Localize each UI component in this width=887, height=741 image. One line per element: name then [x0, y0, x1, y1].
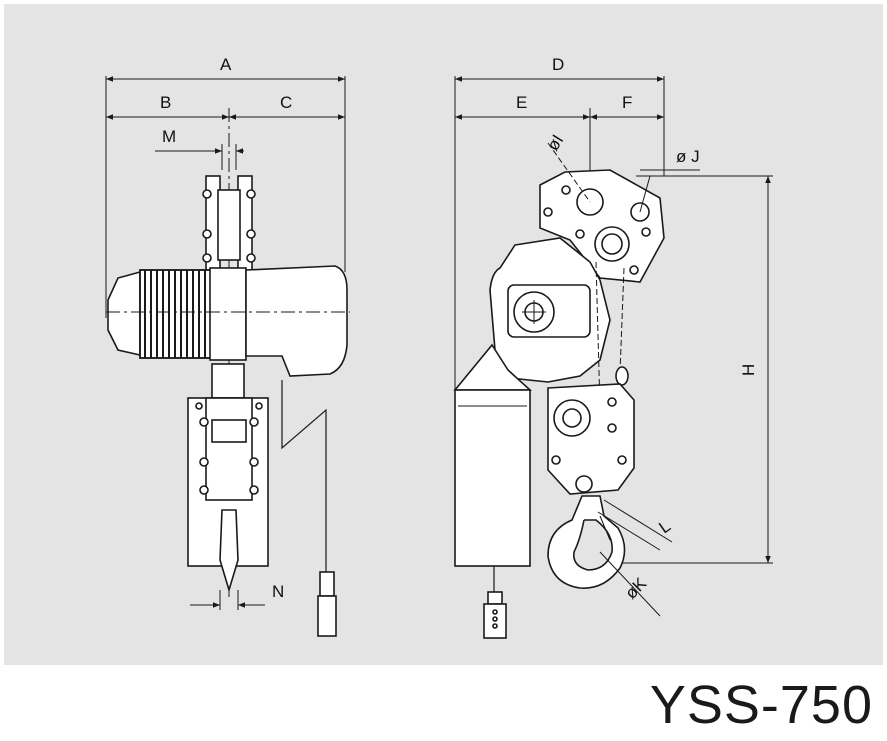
- dim-label-n: N: [272, 582, 284, 601]
- technical-drawing: A B C M N: [105, 55, 773, 639]
- dim-label-k: øK: [621, 574, 650, 603]
- dim-label-b: B: [160, 93, 171, 112]
- dim-label-f: F: [622, 93, 632, 112]
- side-view: [453, 76, 773, 639]
- dim-label-h: H: [739, 364, 758, 376]
- model-name: YSS-750: [649, 675, 873, 735]
- dim-label-c: C: [280, 93, 292, 112]
- dim-label-m: M: [162, 127, 176, 146]
- dim-label-i: øI: [543, 131, 567, 154]
- dim-label-l: L: [655, 516, 674, 537]
- dim-label-j: ø J: [676, 147, 700, 166]
- dim-label-d: D: [552, 55, 564, 74]
- front-view: [105, 76, 350, 637]
- dim-label-e: E: [516, 93, 527, 112]
- dim-label-a: A: [220, 55, 232, 74]
